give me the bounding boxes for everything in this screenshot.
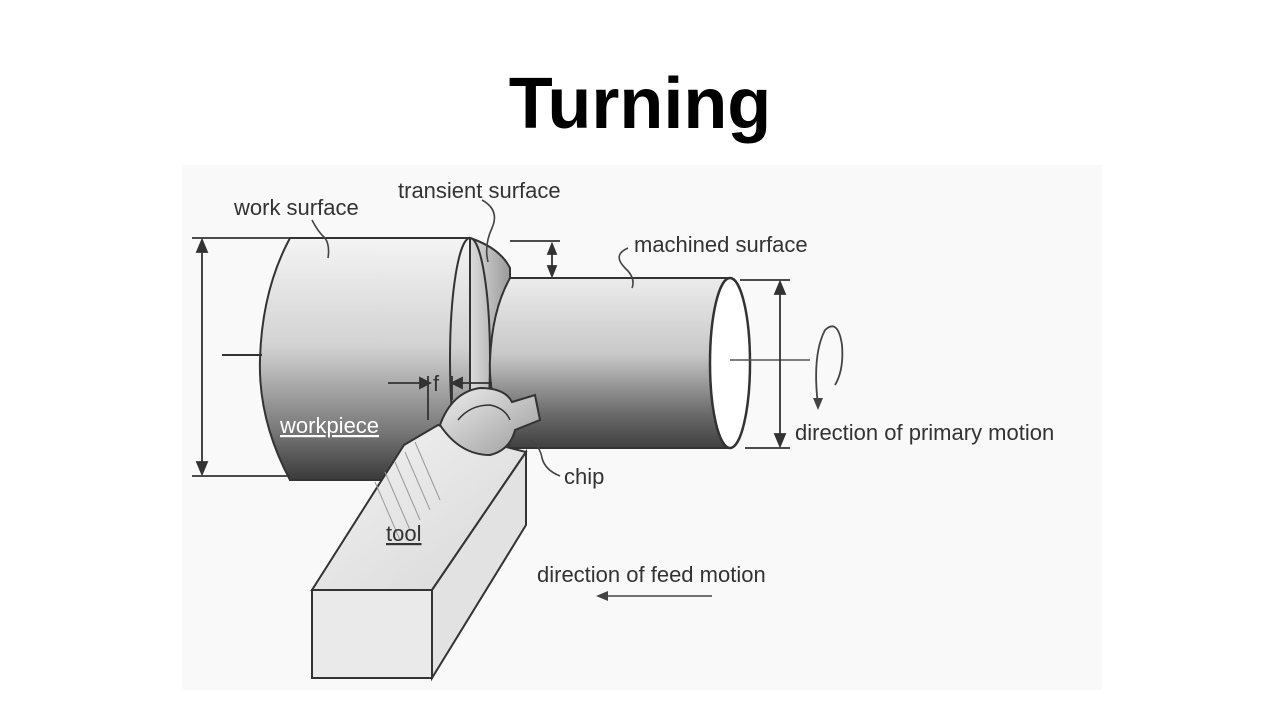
tool-front-face bbox=[311, 589, 433, 679]
label-feed-motion: direction of feed motion bbox=[537, 562, 766, 587]
label-tool: tool bbox=[386, 521, 421, 546]
leader-lines bbox=[311, 199, 712, 601]
workpiece-end-face bbox=[708, 276, 752, 450]
label-primary-motion: direction of primary motion bbox=[795, 420, 1054, 445]
label-chip: chip bbox=[564, 464, 604, 489]
chip-curl bbox=[438, 386, 542, 457]
dimension-lines bbox=[192, 237, 790, 477]
label-machined-surface: machined surface bbox=[634, 232, 808, 257]
label-work-surface: work surface bbox=[233, 195, 359, 220]
cutting-tool bbox=[310, 423, 528, 682]
label-workpiece: workpiece bbox=[279, 413, 379, 438]
label-transient-surface: transient surface bbox=[398, 178, 561, 203]
rotation-arrow bbox=[813, 325, 844, 410]
chip bbox=[438, 386, 542, 457]
tool-hatching bbox=[374, 441, 441, 541]
work-surface-cylinder bbox=[258, 237, 471, 481]
slide-title: Turning bbox=[508, 64, 772, 144]
label-feed-f: f bbox=[433, 371, 440, 396]
